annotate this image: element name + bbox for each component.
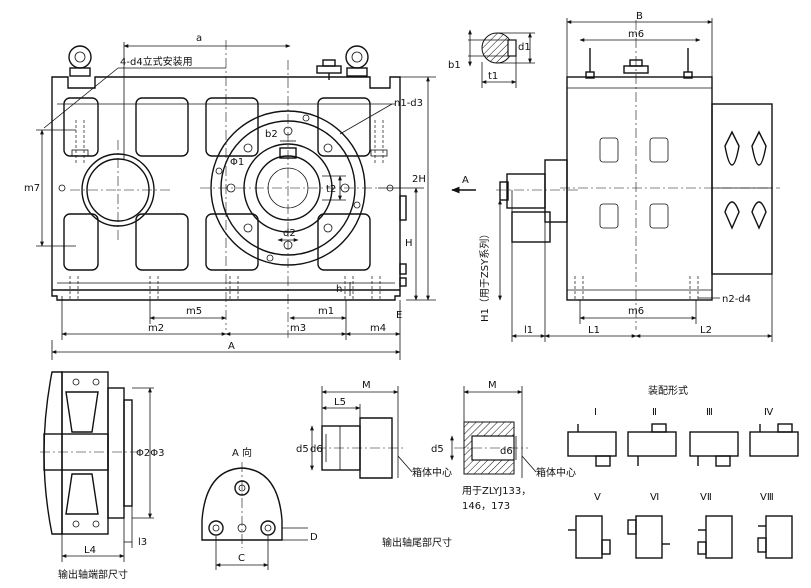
dim-a: a <box>196 33 202 44</box>
dim-H: H <box>405 238 413 249</box>
assembly-title: 装配形式 <box>648 384 688 397</box>
form-4-label: Ⅳ <box>764 407 774 418</box>
note-zlyj-2: 146，173 <box>462 501 510 512</box>
form-3-label: Ⅲ <box>706 407 713 418</box>
left-box-center: 箱体中心 <box>412 466 452 479</box>
front-view: a m7 A m2 m3 m4 m5 m1 2H H h E b2 Φ1 <box>24 33 436 360</box>
foot-bolts <box>69 276 381 300</box>
dim-t2: t2 <box>326 184 336 195</box>
dim-phi2-phi3: Φ2Φ3 <box>136 448 164 459</box>
side-view: B m6 m6 l1 L1 L2 n2-d4 H1（用于ZSY系列） <box>478 11 780 342</box>
dim-m3: m3 <box>290 323 306 334</box>
dim-C: C <box>238 553 245 564</box>
dim-2H: 2H <box>412 174 426 185</box>
dim-d5-left: d5 <box>296 444 309 455</box>
shaft-tail-left: M L5 d5 d6 箱体中心 <box>296 380 452 479</box>
view-arrow-a: A <box>451 175 476 194</box>
key-section: b1 d1 t1 <box>448 29 535 88</box>
a-view-title: A 向 <box>232 446 252 459</box>
dim-b2: b2 <box>265 129 278 140</box>
dim-L2: L2 <box>700 325 712 336</box>
dim-H1: H1（用于ZSY系列） <box>478 229 491 322</box>
form-7-label: ⅤⅡ <box>700 492 712 503</box>
right-box-center: 箱体中心 <box>536 466 576 479</box>
dim-m4: m4 <box>370 323 386 334</box>
dim-m6-top: m6 <box>628 29 644 40</box>
dim-d1: d1 <box>518 42 531 53</box>
form-2-label: Ⅱ <box>652 407 657 418</box>
form-8-label: ⅤⅢ <box>760 492 774 503</box>
dim-L5: L5 <box>334 397 346 408</box>
dim-D: D <box>310 532 318 543</box>
dim-L4: L4 <box>84 545 96 556</box>
form-5-label: Ⅴ <box>594 492 601 503</box>
dim-h: h <box>336 284 342 295</box>
note-zlyj-1: 用于ZLYJ133， <box>462 486 531 497</box>
note-mount: 4-d4立式安装用 <box>120 55 193 68</box>
output-end-view: Φ2Φ3 L4 l3 输出轴端部尺寸 <box>40 371 164 581</box>
dim-d6-right: d6 <box>500 446 513 457</box>
dim-d2: d2 <box>283 228 296 239</box>
lifting-eye-left-icon <box>68 45 92 77</box>
dim-m5: m5 <box>186 306 202 317</box>
dim-d6-left: d6 <box>310 444 323 455</box>
shaft-tail-right: M d5 d6 箱体中心 用于ZLYJ133， 146，173 <box>431 380 576 512</box>
dim-L1: L1 <box>588 325 600 336</box>
note-holes: n1-d3 <box>394 98 423 109</box>
note-n2d4: n2-d4 <box>722 294 751 305</box>
dim-m6-bottom: m6 <box>628 306 644 317</box>
dim-A: A <box>228 341 235 352</box>
dim-B: B <box>636 11 643 22</box>
dim-d5-right: d5 <box>431 444 444 455</box>
arrow-a-label: A <box>462 175 469 186</box>
dim-phi1: Φ1 <box>230 157 244 168</box>
dim-M-left: M <box>362 380 371 391</box>
dim-l1: l1 <box>524 325 533 336</box>
dim-m7: m7 <box>24 183 40 194</box>
dim-m1: m1 <box>318 306 334 317</box>
caption-shaft-tail: 输出轴尾部尺寸 <box>382 536 452 549</box>
dim-l3: l3 <box>138 537 147 548</box>
form-1-label: Ⅰ <box>594 407 597 418</box>
dim-M-right: M <box>488 380 497 391</box>
dim-E: E <box>396 310 402 321</box>
dim-b1: b1 <box>448 60 461 71</box>
lifting-eye-right-icon <box>345 45 369 77</box>
dim-t1: t1 <box>488 71 498 82</box>
a-direction-view: A 向 C D <box>201 446 318 570</box>
form-6-label: Ⅵ <box>650 492 659 503</box>
dim-m2: m2 <box>148 323 164 334</box>
caption-output-end: 输出轴端部尺寸 <box>58 568 128 581</box>
assembly-forms: 装配形式 Ⅰ Ⅱ Ⅲ Ⅳ Ⅴ Ⅵ ⅤⅡ ⅤⅢ <box>567 384 799 559</box>
housing-outline <box>51 76 401 301</box>
